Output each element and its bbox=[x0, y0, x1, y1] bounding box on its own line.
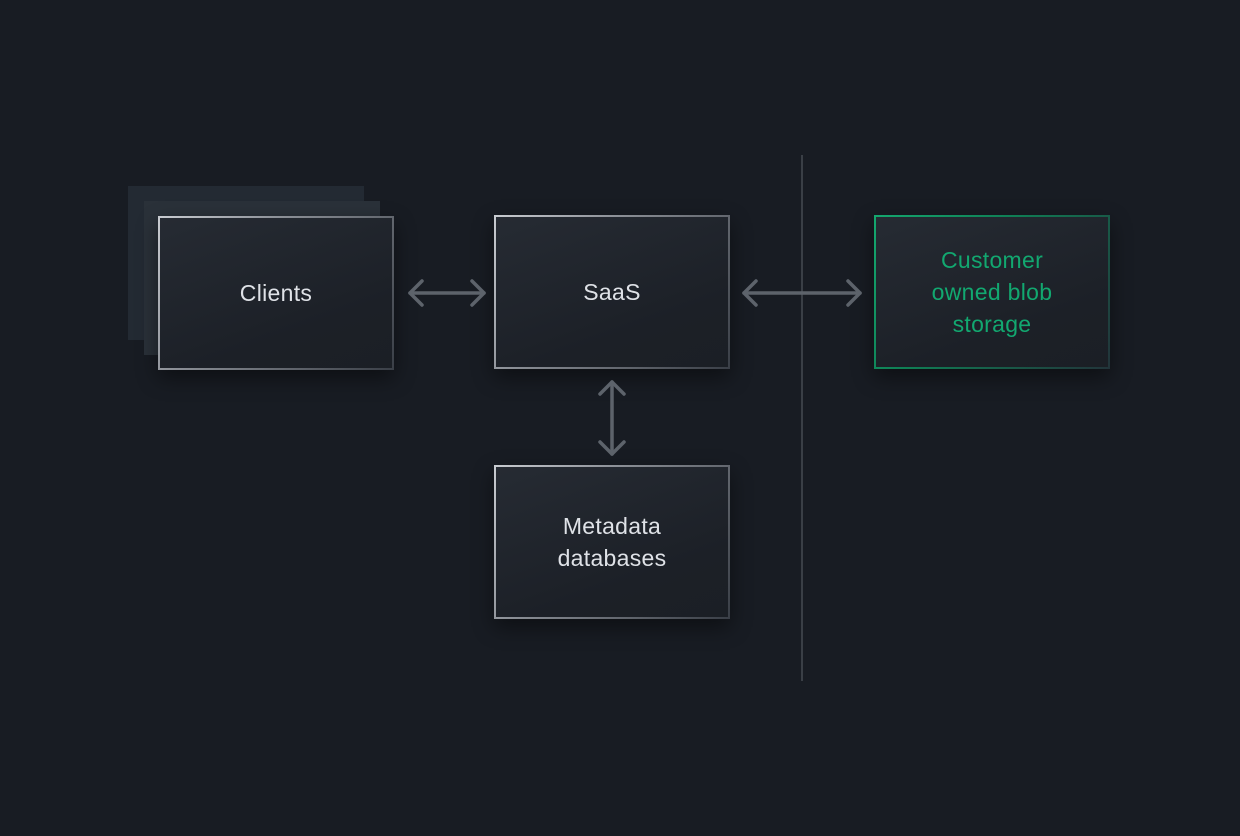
saas-label: SaaS bbox=[583, 279, 641, 305]
customer-storage-label-line: storage bbox=[952, 311, 1032, 337]
saas-node: SaaS bbox=[494, 215, 730, 369]
saas-storage-bidirectional-arrow bbox=[742, 279, 862, 307]
clients-label: Clients bbox=[239, 280, 313, 306]
customer-storage-label-line: Customer bbox=[940, 247, 1044, 273]
boundary-divider bbox=[801, 155, 803, 681]
metadata-label-line: databases bbox=[557, 545, 667, 571]
metadata-label-line: Metadata bbox=[562, 513, 662, 539]
clients-saas-bidirectional-arrow bbox=[408, 279, 486, 307]
customer-storage-node: Customer owned blob storage bbox=[874, 215, 1110, 369]
saas-metadata-bidirectional-arrow bbox=[598, 380, 626, 456]
clients-node: Clients bbox=[158, 216, 394, 370]
metadata-databases-node: Metadata databases bbox=[494, 465, 730, 619]
customer-storage-label-line: owned blob bbox=[931, 279, 1053, 305]
